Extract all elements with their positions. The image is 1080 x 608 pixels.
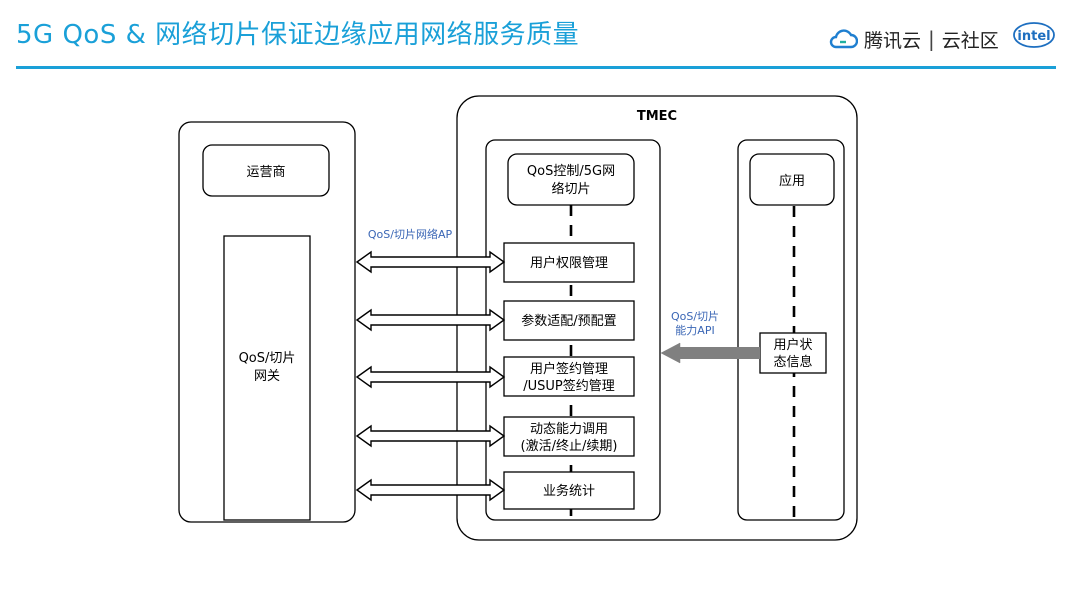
intel-logo: intel xyxy=(1013,22,1055,48)
double-arrow xyxy=(355,365,506,389)
module-box-subscription xyxy=(503,356,635,397)
operator-label: 运营商 xyxy=(246,165,285,180)
cloud-icon xyxy=(829,29,858,49)
gateway-box xyxy=(223,235,311,521)
user-state-line2: 态信息 xyxy=(773,354,812,370)
module-label-line2: (激活/终止/续期) xyxy=(521,438,618,454)
brand-community: 云社区 xyxy=(941,29,999,52)
user-state-line1: 用户状 xyxy=(773,337,812,353)
qos-control-line1: QoS控制/5G网 xyxy=(527,164,615,179)
module-box-user-permission xyxy=(503,242,635,283)
double-arrow xyxy=(355,424,506,448)
user-state-box xyxy=(759,332,827,374)
qos-control-line2: 络切片 xyxy=(551,181,590,197)
module-label-line2: /USUP签约管理 xyxy=(523,378,615,394)
api-right-label-line1: QoS/切片 xyxy=(671,310,719,323)
page-title: 5G QoS & 网络切片保证边缘应用网络服务质量 xyxy=(16,20,580,50)
gateway-label-line1: QoS/切片 xyxy=(239,351,296,366)
operator-box xyxy=(202,144,330,197)
brand-separator: | xyxy=(928,27,935,51)
double-arrow xyxy=(355,250,506,274)
module-label: 动态能力调用 xyxy=(530,422,608,437)
gateway-label-line2: 网关 xyxy=(254,369,280,384)
double-arrow xyxy=(355,478,506,502)
interface-arrows xyxy=(355,250,506,502)
tmec-title: TMEC xyxy=(637,109,677,124)
api-right-label-line2: 能力API xyxy=(675,323,714,337)
module-box-statistics xyxy=(503,471,635,510)
module-label: 参数适配/预配置 xyxy=(521,313,616,329)
title-divider xyxy=(16,66,1056,69)
double-arrow xyxy=(355,308,506,332)
module-label: 用户签约管理 xyxy=(530,361,608,377)
intel-logo-text: intel xyxy=(1017,29,1050,44)
brand-logo: 腾讯云 | 云社区 xyxy=(828,22,999,56)
qos-control-box xyxy=(507,153,635,206)
module-box-param-config xyxy=(503,300,635,341)
api-left-label: QoS/切片网络AP xyxy=(368,227,453,241)
brand-name: 腾讯云 xyxy=(864,29,922,52)
application-box xyxy=(749,153,835,206)
application-column xyxy=(737,139,845,521)
module-label: 用户权限管理 xyxy=(530,255,608,271)
module-label: 业务统计 xyxy=(543,483,595,499)
application-label: 应用 xyxy=(779,173,805,189)
gray-api-arrow-shaft xyxy=(680,347,760,359)
